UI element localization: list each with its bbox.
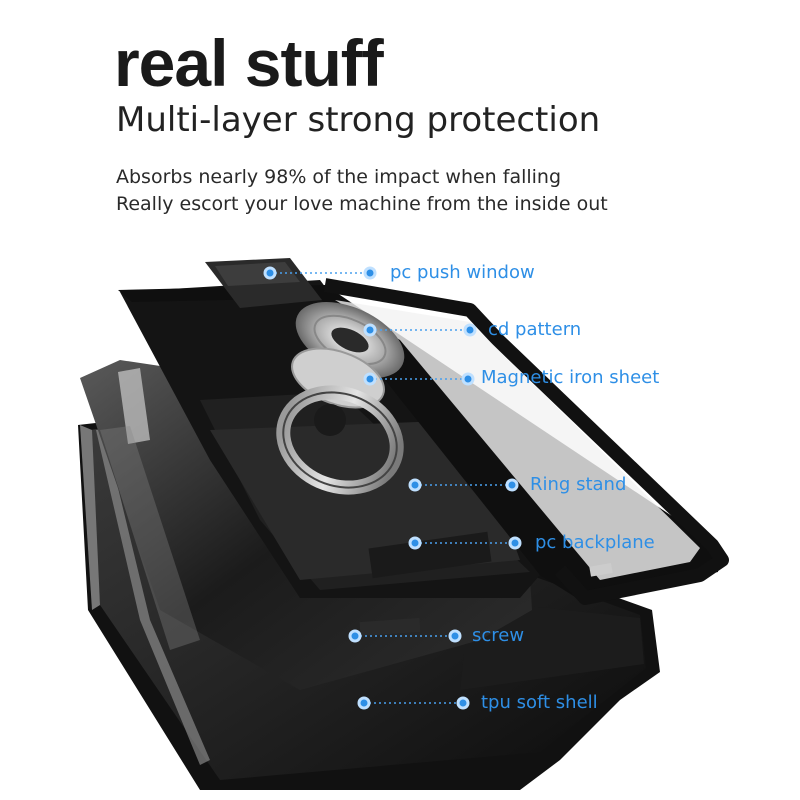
callout-magnetic-iron-sheet: Magnetic iron sheet (481, 367, 660, 388)
callout-pc-backplane: pc backplane (535, 532, 655, 553)
callout-dot (448, 629, 462, 643)
description-line-1: Absorbs nearly 98% of the impact when fa… (116, 166, 562, 188)
callout-ring-stand: Ring stand (530, 474, 627, 495)
callout-dot (456, 696, 470, 710)
callout-dot (408, 536, 422, 550)
callout-dot (408, 478, 422, 492)
description: Absorbs nearly 98% of the impact when fa… (116, 164, 608, 218)
pc-backplane (120, 280, 540, 598)
headline: real stuff (114, 26, 384, 100)
callout-pc-push-window: pc push window (390, 262, 535, 283)
callout-dot (461, 372, 475, 386)
pc-push-window (205, 258, 322, 308)
callout-cd-pattern: cd pattern (488, 319, 582, 340)
callout-lines (263, 266, 522, 710)
callout-dot (348, 629, 362, 643)
subheadline: Multi-layer strong protection (116, 100, 601, 140)
callout-dot (263, 266, 277, 280)
callout-dot (363, 266, 377, 280)
callout-dot (505, 478, 519, 492)
callout-dot (463, 323, 477, 337)
ring-stand (276, 385, 404, 495)
clear-bumper-frame (118, 278, 729, 605)
callout-dot (363, 323, 377, 337)
callout-tpu-soft-shell: tpu soft shell (481, 692, 598, 713)
callout-screw: screw (472, 625, 525, 646)
callout-dot (508, 536, 522, 550)
screw-part (359, 617, 421, 637)
description-line-2: Really escort your love machine from the… (116, 193, 608, 215)
callout-dot (357, 696, 371, 710)
callout-dot (363, 372, 377, 386)
